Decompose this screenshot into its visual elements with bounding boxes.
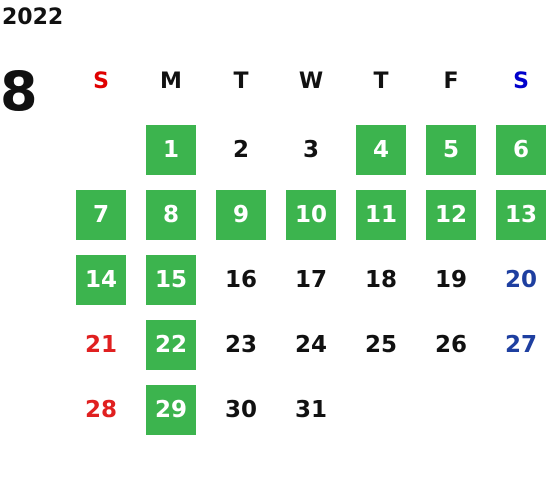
day-cell-28: 28 <box>84 397 117 423</box>
day-cell-19: 19 <box>434 267 467 293</box>
day-cell-31: 31 <box>294 397 327 423</box>
day-cell-16: 16 <box>224 267 257 293</box>
weekday-thursday: T <box>373 69 389 94</box>
day-cell-7: 7 <box>76 190 126 240</box>
day-cell-14: 14 <box>76 255 126 305</box>
day-cell-26: 26 <box>434 332 467 358</box>
month-number: 8 <box>0 60 38 123</box>
day-cell-21: 21 <box>84 332 117 358</box>
day-cell-30: 30 <box>224 397 257 423</box>
day-cell-27: 27 <box>504 332 537 358</box>
day-cell-3: 3 <box>302 137 319 163</box>
day-cell-17: 17 <box>294 267 327 293</box>
weekday-saturday: S <box>513 69 529 94</box>
day-cell-13: 13 <box>496 190 546 240</box>
day-cell-24: 24 <box>294 332 327 358</box>
day-cell-4: 4 <box>356 125 406 175</box>
day-cell-18: 18 <box>364 267 397 293</box>
day-cell-12: 12 <box>426 190 476 240</box>
weekday-tuesday: T <box>233 69 249 94</box>
day-cell-11: 11 <box>356 190 406 240</box>
year-label: 2022 <box>2 5 64 30</box>
day-cell-8: 8 <box>146 190 196 240</box>
day-cell-22: 22 <box>146 320 196 370</box>
day-cell-29: 29 <box>146 385 196 435</box>
day-cell-6: 6 <box>496 125 546 175</box>
day-cell-1: 1 <box>146 125 196 175</box>
weekday-monday: M <box>160 69 182 94</box>
weekday-friday: F <box>443 69 459 94</box>
day-cell-5: 5 <box>426 125 476 175</box>
day-cell-25: 25 <box>364 332 397 358</box>
day-cell-23: 23 <box>224 332 257 358</box>
weekday-sunday: S <box>93 69 109 94</box>
day-cell-10: 10 <box>286 190 336 240</box>
day-cell-15: 15 <box>146 255 196 305</box>
day-cell-9: 9 <box>216 190 266 240</box>
weekday-wednesday: W <box>298 69 324 94</box>
day-cell-20: 20 <box>504 267 537 293</box>
day-cell-2: 2 <box>232 137 249 163</box>
